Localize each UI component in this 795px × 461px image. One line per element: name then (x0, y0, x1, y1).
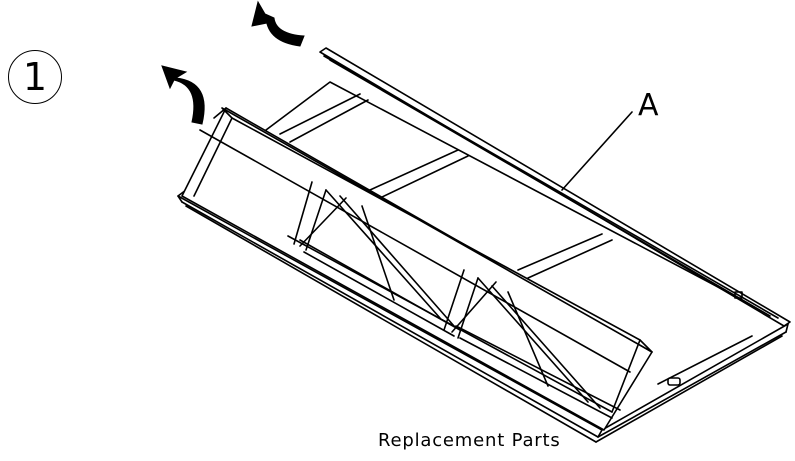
latch (667, 377, 681, 386)
caption-text: Replacement Parts (378, 430, 561, 451)
rail-a (319, 47, 791, 327)
truss-panel (181, 107, 653, 431)
curved-arrow-icon (251, 0, 305, 47)
step-number-badge: 1 (8, 50, 62, 104)
callout-a-label: A (638, 88, 659, 123)
base-cross-members (279, 93, 753, 385)
curved-arrow-icon (161, 65, 205, 125)
callout-a-leader (561, 111, 633, 191)
